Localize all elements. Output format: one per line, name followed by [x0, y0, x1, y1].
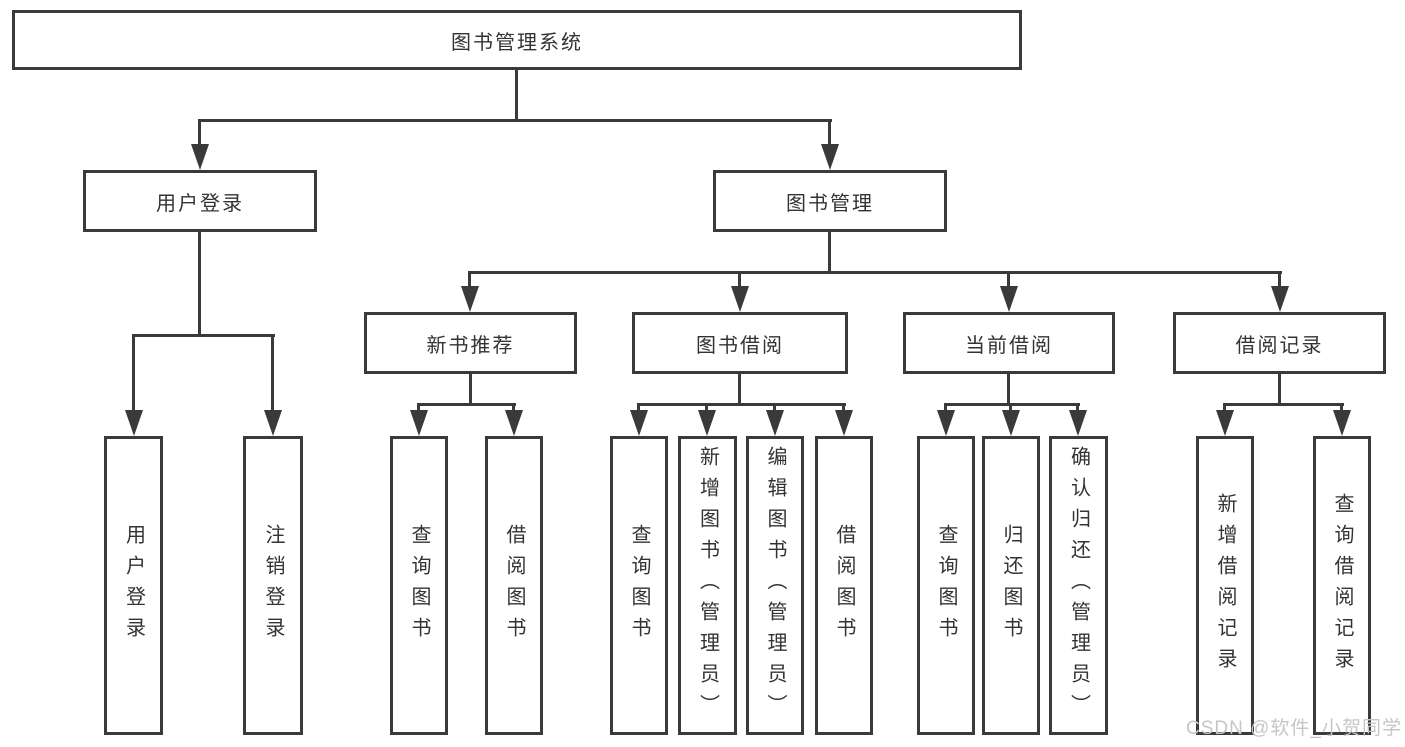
- leaf-newbooks-query: 查询图书: [390, 436, 448, 735]
- node-current-borrow: 当前借阅: [903, 312, 1115, 374]
- connector-arrowhead: [766, 410, 784, 436]
- connector-stem: [1007, 374, 1010, 406]
- node-book-mgmt: 图书管理: [713, 170, 947, 232]
- connector-arrowhead: [937, 410, 955, 436]
- connector-arrowhead: [698, 410, 716, 436]
- leaf-current-return: 归还图书: [982, 436, 1040, 735]
- connector-drop: [1223, 403, 1226, 413]
- connector-arrowhead: [410, 410, 428, 436]
- node-book-borrow: 图书借阅: [632, 312, 848, 374]
- node-borrow-records: 借阅记录: [1173, 312, 1386, 374]
- connector-drop: [1076, 403, 1079, 413]
- leaf-borrow-edit-admin: 编辑图书（管理员）: [746, 436, 804, 735]
- connector-arrowhead: [1271, 286, 1289, 312]
- connector-drop: [468, 271, 471, 288]
- connector-bus: [637, 403, 846, 406]
- connector-arrowhead: [1333, 410, 1351, 436]
- connector-arrowhead: [835, 410, 853, 436]
- connector-level2-bus: [198, 119, 832, 122]
- connector-drop: [705, 403, 708, 413]
- connector-stem: [738, 374, 741, 406]
- leaf-records-add: 新增借阅记录: [1196, 436, 1254, 735]
- connector-bus: [944, 403, 1080, 406]
- connector-drop: [512, 403, 515, 413]
- connector-drop: [944, 403, 947, 413]
- connector-drop: [132, 334, 135, 412]
- connector-drop: [738, 271, 741, 288]
- leaf-borrow-add-admin: 新增图书（管理员）: [678, 436, 737, 735]
- connector-arrowhead: [1069, 410, 1087, 436]
- connector-drop: [1340, 403, 1343, 413]
- connector-drop: [842, 403, 845, 413]
- leaf-current-query: 查询图书: [917, 436, 975, 735]
- connector-bus: [1223, 403, 1344, 406]
- connector-drop: [1278, 271, 1281, 288]
- connector-arrowhead: [630, 410, 648, 436]
- leaf-current-confirm-admin: 确认归还（管理员）: [1049, 436, 1108, 735]
- node-user-login: 用户登录: [83, 170, 317, 232]
- connector-drop: [1007, 271, 1010, 288]
- connector-root-stem: [515, 70, 518, 122]
- connector-drop: [637, 403, 640, 413]
- connector-drop: [1009, 403, 1012, 413]
- connector-drop: [198, 119, 201, 146]
- leaf-newbooks-borrow: 借阅图书: [485, 436, 543, 735]
- connector-drop: [773, 403, 776, 413]
- connector-drop: [828, 119, 831, 146]
- connector-drop: [417, 403, 420, 413]
- leaf-logout: 注销登录: [243, 436, 303, 735]
- connector-stem: [1278, 374, 1281, 406]
- leaf-user-login: 用户登录: [104, 436, 163, 735]
- connector-level3-bus: [468, 271, 1282, 274]
- leaf-borrow-book: 借阅图书: [815, 436, 873, 735]
- connector-arrowhead: [1216, 410, 1234, 436]
- connector-stem: [469, 374, 472, 406]
- leaf-borrow-query: 查询图书: [610, 436, 668, 735]
- connector-arrowhead: [264, 410, 282, 436]
- leaf-records-query: 查询借阅记录: [1313, 436, 1371, 735]
- connector-arrowhead: [821, 144, 839, 170]
- connector-arrowhead: [731, 286, 749, 312]
- connector-bus: [417, 403, 516, 406]
- node-new-books: 新书推荐: [364, 312, 577, 374]
- connector-stem: [198, 232, 201, 337]
- connector-stem: [828, 232, 831, 274]
- connector-bus: [132, 334, 275, 337]
- connector-arrowhead: [1000, 286, 1018, 312]
- node-root: 图书管理系统: [12, 10, 1022, 70]
- connector-arrowhead: [125, 410, 143, 436]
- connector-arrowhead: [191, 144, 209, 170]
- connector-arrowhead: [1002, 410, 1020, 436]
- connector-arrowhead: [505, 410, 523, 436]
- connector-arrowhead: [461, 286, 479, 312]
- connector-drop: [271, 334, 274, 412]
